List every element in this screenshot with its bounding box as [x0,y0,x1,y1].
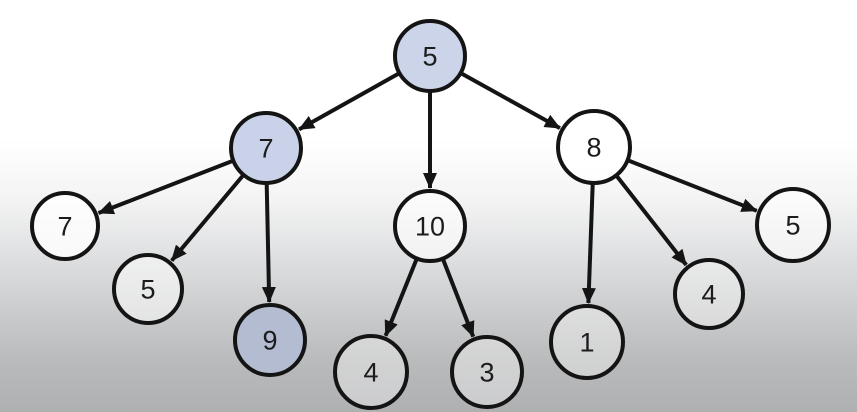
node-circle-n4b [673,258,745,330]
tree-node-n1: 1 [549,304,625,380]
node-value-n9: 9 [262,326,277,356]
node-layer: 5 7 8 7 5 9 10 4 3 1 4 5 [30,19,831,410]
node-circle-n7l [30,191,100,261]
node-circle-n10 [393,189,467,263]
edge-arrow-n8-n4b [615,174,688,267]
tree-node-n9: 9 [233,303,307,377]
edge-arrow-n8-n1 [581,183,596,304]
edge-arrow-n8-n5r [627,158,758,213]
node-value-n4a: 4 [363,358,378,388]
edge-arrow-root-n7 [298,71,400,132]
node-value-n7: 7 [258,134,273,164]
tree-node-n8: 8 [556,109,632,185]
edge-arrow-n7-n7l [97,159,234,215]
node-value-n7l: 7 [57,212,72,242]
node-circle-n8 [556,109,632,185]
node-value-n1: 1 [579,328,594,358]
node-circle-root [393,19,467,93]
node-value-n5c: 5 [140,275,155,305]
node-circle-n7 [229,111,303,185]
edge-arrow-n7-n9 [261,183,276,303]
node-circle-n1 [549,304,625,380]
node-value-root: 5 [422,42,437,72]
edge-arrow-n10-n4a [383,258,419,337]
tree-node-n4a: 4 [333,334,409,410]
edge-layer [97,71,758,338]
tree-node-n7l: 7 [30,191,100,261]
tree-node-n4b: 4 [673,258,745,330]
node-value-n8: 8 [586,133,601,163]
node-circle-n4a [333,334,409,410]
tree-node-n5c: 5 [112,253,184,325]
tree-node-n5r: 5 [755,187,831,263]
tree-node-n10: 10 [393,189,467,263]
node-circle-n5r [755,187,831,263]
node-circle-n3 [450,335,524,409]
node-circle-n5c [112,253,184,325]
node-value-n4b: 4 [701,280,716,310]
node-value-n10: 10 [415,212,445,242]
node-value-n5r: 5 [785,211,800,241]
node-circle-n9 [233,303,307,377]
node-value-n3: 3 [479,358,494,388]
edge-arrow-root-n8 [460,71,561,130]
tree-node-root: 5 [393,19,467,93]
tree-node-n3: 3 [450,335,524,409]
edge-arrow-n10-n3 [441,258,476,338]
tree-node-n7: 7 [229,111,303,185]
edge-arrow-n7-n5c [170,174,245,262]
